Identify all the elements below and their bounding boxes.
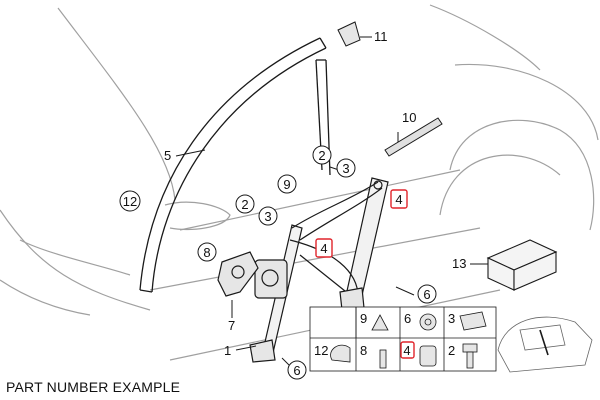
- svg-text:3: 3: [448, 311, 455, 326]
- svg-text:13: 13: [452, 256, 466, 271]
- svg-text:6: 6: [423, 287, 430, 302]
- svg-text:12: 12: [314, 343, 328, 358]
- svg-text:12: 12: [123, 194, 137, 209]
- callout-3-lower: 3: [258, 206, 278, 226]
- door-frame-seal: [139, 37, 331, 293]
- callout-6-lower: 6: [287, 360, 307, 380]
- svg-text:8: 8: [203, 245, 210, 260]
- window-motor: [217, 251, 259, 297]
- callout-11: 11: [374, 29, 388, 44]
- callout-1: 1: [224, 343, 231, 358]
- parts-legend-table: [309, 306, 497, 372]
- callout-2-upper: 2: [312, 145, 332, 165]
- svg-text:4: 4: [403, 343, 410, 358]
- callout-2-lower: 2: [235, 194, 255, 214]
- svg-text:5: 5: [164, 148, 171, 163]
- car-body-outline: [0, 4, 599, 361]
- svg-text:1: 1: [224, 343, 231, 358]
- svg-text:8: 8: [360, 343, 367, 358]
- svg-text:6: 6: [404, 311, 411, 326]
- callout-9: 9: [277, 174, 297, 194]
- svg-text:9: 9: [360, 311, 367, 326]
- callout-5: 5: [164, 148, 171, 163]
- callout-13: 13: [452, 256, 466, 271]
- callout-10: 10: [402, 110, 416, 125]
- svg-text:4: 4: [320, 241, 327, 256]
- caption-part-number-example: PART NUMBER EXAMPLE: [6, 379, 181, 395]
- callout-3-upper: 3: [336, 158, 356, 178]
- callout-7: 7: [228, 318, 235, 333]
- svg-text:3: 3: [342, 161, 349, 176]
- svg-text:2: 2: [241, 197, 248, 212]
- svg-text:11: 11: [374, 29, 388, 44]
- callout-4-highlighted-lower: 4: [315, 238, 333, 258]
- svg-text:4: 4: [395, 192, 402, 207]
- callout-8: 8: [197, 242, 217, 262]
- car-thumbnail: [497, 316, 593, 373]
- svg-text:2: 2: [318, 148, 325, 163]
- svg-text:2: 2: [448, 343, 455, 358]
- svg-text:9: 9: [283, 177, 290, 192]
- callout-6-upper: 6: [417, 284, 437, 304]
- svg-text:6: 6: [293, 363, 300, 378]
- legend-labels: 9 6 3 12 8 4 2: [314, 311, 455, 359]
- callout-12: 12: [119, 190, 141, 212]
- svg-text:10: 10: [402, 110, 416, 125]
- svg-text:7: 7: [228, 318, 235, 333]
- window-regulator: [249, 177, 389, 363]
- legend-4-highlight: [400, 341, 415, 359]
- leader-lines: [175, 36, 488, 367]
- callout-4-highlighted-upper: 4: [390, 189, 408, 209]
- trim-strip: [384, 117, 443, 157]
- svg-text:3: 3: [264, 209, 271, 224]
- parts-box: [486, 239, 558, 291]
- callouts: 5 11 10 13 7 1 2 3 9 12 2 3: [119, 29, 466, 380]
- corner-bracket: [337, 21, 361, 47]
